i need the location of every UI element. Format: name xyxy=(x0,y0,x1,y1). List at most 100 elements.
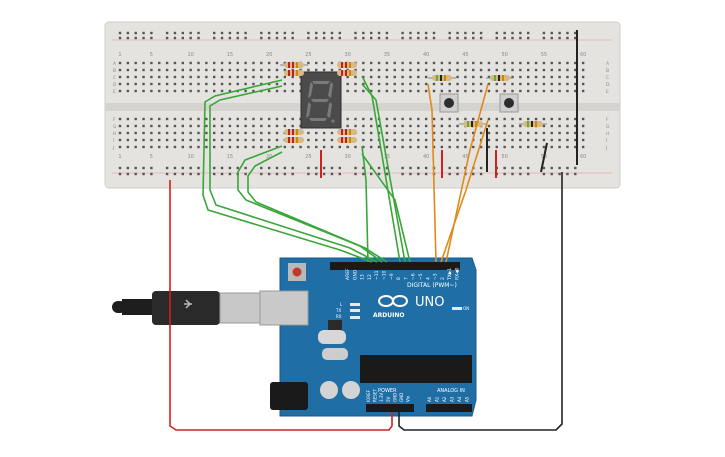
digital-pin-label: 4 xyxy=(425,277,431,280)
analog-pin-label: A2 xyxy=(442,396,447,402)
analog-label: ANALOG IN xyxy=(437,388,465,394)
dc-jack xyxy=(270,382,308,410)
resistor[interactable] xyxy=(486,75,514,81)
digital-pin-label: GND xyxy=(352,269,358,280)
resistor[interactable] xyxy=(337,129,357,135)
row-letter: D xyxy=(606,82,610,88)
power-pin-label: GND xyxy=(392,393,397,402)
digital-pin-label: ~9 xyxy=(389,273,395,280)
row-letter: I xyxy=(606,138,607,144)
column-number: 30 xyxy=(344,154,350,160)
arduino-brand: ARDUINO xyxy=(373,312,404,319)
resistor[interactable] xyxy=(280,62,308,68)
power-pin-label: GND xyxy=(399,393,404,402)
tx-label: TX xyxy=(335,308,341,313)
column-number: 15 xyxy=(227,52,233,58)
resistor[interactable] xyxy=(284,137,304,143)
rx-label: RX xyxy=(336,314,342,319)
resistor[interactable] xyxy=(284,70,304,76)
column-number: 50 xyxy=(501,154,507,160)
digital-pin-label: 8 xyxy=(396,277,402,280)
row-letter: C xyxy=(606,75,609,81)
breadboard-jumpers xyxy=(320,30,578,178)
resistor[interactable] xyxy=(284,129,304,135)
column-number: 20 xyxy=(266,52,272,58)
analog-pin-label: A5 xyxy=(465,396,470,402)
digital-pin-label: RX◀0 xyxy=(455,267,461,280)
digital-pin-label: AREF xyxy=(345,268,351,280)
row-letter: B xyxy=(113,68,116,74)
usb-icon xyxy=(184,299,192,309)
power-pin-label: IOREF xyxy=(366,389,371,402)
row-letter: E xyxy=(113,89,116,95)
column-number: 55 xyxy=(541,52,547,58)
row-letter: E xyxy=(606,89,609,95)
column-number: 35 xyxy=(384,52,390,58)
column-number: 5 xyxy=(150,52,153,58)
column-number: 60 xyxy=(580,52,586,58)
resistors xyxy=(280,62,547,143)
push-button[interactable] xyxy=(439,93,459,113)
seven-segment-display[interactable]: 8 xyxy=(300,71,342,129)
resistor[interactable] xyxy=(519,121,547,127)
row-letter: B xyxy=(606,68,609,74)
column-number: 1 xyxy=(118,52,121,58)
usb-port xyxy=(259,290,309,326)
column-number: 40 xyxy=(423,52,429,58)
column-number: 50 xyxy=(501,52,507,58)
row-letter: A xyxy=(606,61,610,67)
column-number: 45 xyxy=(462,154,468,160)
digital-pin-label: TX▶1 xyxy=(447,268,453,281)
usb-cable[interactable] xyxy=(112,291,261,325)
row-letter: J xyxy=(605,145,607,151)
digital-pin-label: 12 xyxy=(367,274,373,280)
column-number: 10 xyxy=(187,52,193,58)
analog-header xyxy=(426,404,472,412)
on-label: ON xyxy=(463,306,469,311)
row-letter: G xyxy=(606,124,610,130)
analog-pin-label: A1 xyxy=(435,396,440,402)
digital-pin-label: ~3 xyxy=(433,273,439,280)
resistor[interactable] xyxy=(337,70,357,76)
wires xyxy=(169,75,563,431)
digital-header xyxy=(330,262,460,270)
row-letter: F xyxy=(606,117,609,123)
digital-pin-label: 2 xyxy=(440,277,446,280)
column-number: 15 xyxy=(227,154,233,160)
row-letter: D xyxy=(113,82,117,88)
power-pin-label: 3.3V xyxy=(379,393,384,402)
l-label: L xyxy=(340,302,343,307)
microcontroller-chip xyxy=(360,355,472,383)
digital-pin-label: 13 xyxy=(360,274,366,280)
analog-pin-label: A3 xyxy=(450,396,455,402)
power-label: POWER xyxy=(378,388,397,394)
analog-pin-label: A4 xyxy=(457,396,462,402)
column-number: 60 xyxy=(580,154,586,160)
push-button[interactable] xyxy=(499,93,519,113)
digital-label: DIGITAL (PWM~) xyxy=(407,282,457,289)
digital-pin-label: 7 xyxy=(403,277,409,280)
arduino-model: UNO xyxy=(415,295,444,310)
power-header xyxy=(366,404,414,412)
column-number: 25 xyxy=(305,154,311,160)
resistor[interactable] xyxy=(428,75,456,81)
resistor[interactable] xyxy=(337,137,357,143)
row-letter: I xyxy=(113,138,114,144)
row-letter: H xyxy=(606,131,609,137)
digital-pin-label: ~11 xyxy=(374,270,380,280)
row-letter: A xyxy=(113,61,117,67)
column-number: 25 xyxy=(305,52,311,58)
column-number: 20 xyxy=(266,154,272,160)
power-pin-label: RESET xyxy=(373,389,378,402)
resistor[interactable] xyxy=(337,62,357,68)
analog-pin-label: A0 xyxy=(427,396,432,402)
digital-pin-label: ~10 xyxy=(382,270,388,280)
column-number: 40 xyxy=(423,154,429,160)
